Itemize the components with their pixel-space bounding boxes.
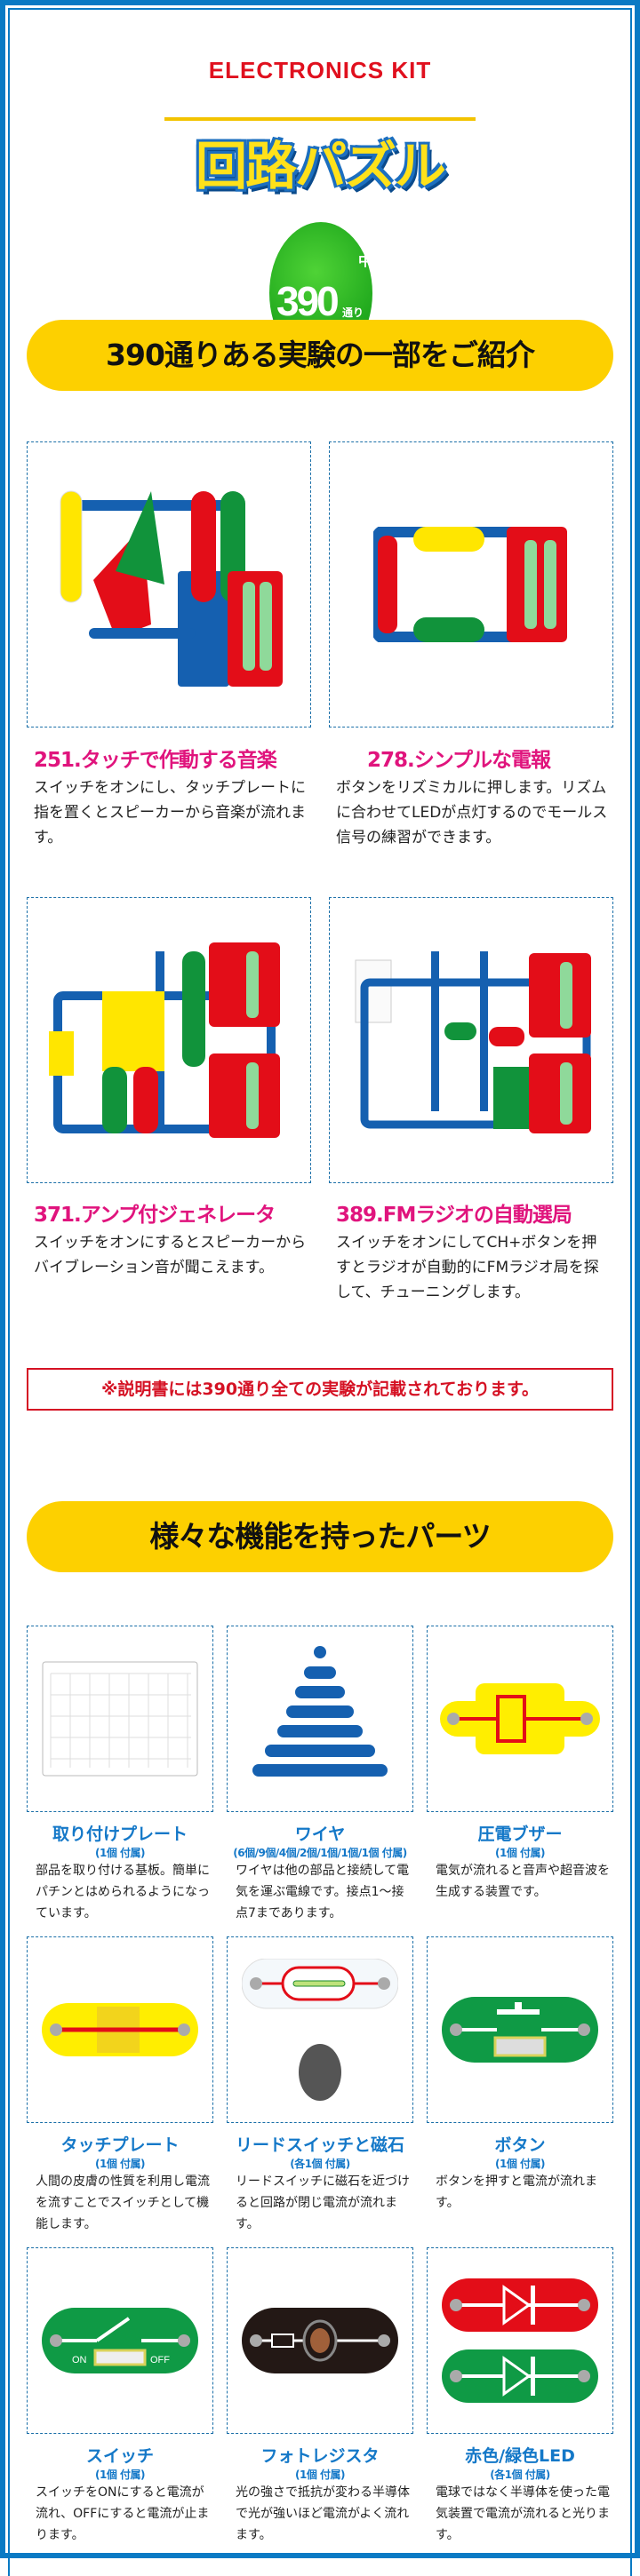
- part-title: ワイヤ: [294, 1825, 346, 1844]
- buzzer-graphic: [440, 1683, 600, 1754]
- experiment-image-251: [27, 441, 311, 727]
- part-description: 光の強さで抵抗が変わる半導体で光が強いほど電流がよく流れます。: [236, 2485, 410, 2542]
- part-description: ワイヤは他の部品と接続して電気を運ぶ電線です。接点1～接点7まであります。: [236, 1864, 410, 1920]
- experiment-description: スイッチをオンにしてCH+ボタンを押すとラジオが自動的にFMラジオ局を探して、チ…: [336, 1234, 599, 1301]
- part-title: ボタン: [494, 2135, 546, 2155]
- part-title: スイッチ: [85, 2446, 154, 2466]
- part-image-buzzer: [427, 1626, 613, 1812]
- experiment-description: ボタンをリズミカルに押します。リズムに合わせてLEDが点灯するのでモールス信号の…: [336, 779, 608, 847]
- part-quantity: (6個/9個/4個/2個/1個/1個/1個 付属): [233, 1847, 407, 1859]
- button-graphic: [442, 1997, 598, 2063]
- circuit-diagram: [60, 490, 283, 687]
- base-plate-graphic: [42, 1661, 198, 1777]
- part-description: 電球ではなく半導体を使った電気装置で電流が流れると光ります。: [436, 2485, 610, 2542]
- page-frame-inner: [8, 8, 632, 2576]
- part-image-button: [427, 1936, 613, 2123]
- experiment-count: 390: [276, 278, 340, 324]
- experiment-title: 251.タッチで作動する音楽: [34, 749, 277, 772]
- wires-graphic: [252, 1646, 388, 1777]
- part-description: スイッチをONにすると電流が流れ、OFFにすると電流が止まります。: [36, 2485, 210, 2542]
- part-image-wires: [227, 1626, 413, 1812]
- part-description: リードスイッチに磁石を近づけると回路が閉じ電流が流れます。: [236, 2174, 410, 2231]
- experiment-image-389: [329, 897, 613, 1183]
- touch-plate-graphic: [42, 2003, 198, 2056]
- part-description: 人間の皮膚の性質を利用し電流を流すことでスイッチとして機能します。: [36, 2174, 210, 2231]
- experiment-image-278: [329, 441, 613, 727]
- part-title: 取り付けプレート: [52, 1825, 188, 1844]
- part-quantity: (各1個 付属): [290, 2158, 350, 2170]
- part-quantity: (1個 付属): [495, 2158, 546, 2170]
- part-description: 電気が流れると音声や超音波を生成する装置です。: [436, 1864, 610, 1899]
- part-image-reed-switch-magnet: [227, 1936, 413, 2123]
- part-image-touch-plate: [27, 1936, 213, 2123]
- part-image-leds: [427, 2247, 613, 2434]
- section-heading-experiments: 390通りある実験の一部をご紹介: [27, 320, 613, 391]
- experiment-description: スイッチをオンにするとスピーカーからバイブレーション音が聞こえます。: [34, 1234, 307, 1276]
- count-unit: 通り: [342, 306, 364, 319]
- switch-off-label: OFF: [150, 2355, 170, 2365]
- level-label: 中級: [357, 252, 387, 269]
- part-title: フォトレジスタ: [260, 2446, 380, 2466]
- part-quantity: (1個 付属): [495, 1847, 546, 1859]
- part-title: タッチプレート: [60, 2135, 180, 2155]
- experiment-title: 371.アンプ付ジェネレータ: [34, 1204, 276, 1227]
- experiment-image-371: [27, 897, 311, 1183]
- switch-on-label: ON: [72, 2355, 87, 2365]
- part-quantity: (各1個 付属): [490, 2469, 550, 2481]
- part-quantity: (1個 付属): [95, 1847, 146, 1859]
- part-quantity: (1個 付属): [95, 2158, 146, 2170]
- brand-divider: [164, 117, 476, 121]
- product-logo: 回路パズル: [195, 136, 446, 196]
- circuit-diagram: [49, 942, 280, 1138]
- part-title: 赤色/緑色LED: [465, 2446, 575, 2466]
- switch-graphic: ON OFF: [42, 2308, 198, 2373]
- part-image-mounting-plate: [27, 1626, 213, 1812]
- reed-switch-graphic: [242, 1959, 398, 2101]
- experiment-description: スイッチをオンにし、タッチプレートに指を置くとスピーカーから音楽が流れます。: [34, 779, 306, 847]
- experiment-title: 278.シンプルな電報: [367, 749, 551, 772]
- part-title: 圧電ブザー: [477, 1825, 563, 1844]
- manual-note: ※説明書には390通り全ての実験が記載されております。: [27, 1368, 613, 1411]
- photoresistor-graphic: [242, 2308, 398, 2373]
- part-description: 部品を取り付ける基板。簡単にパチンとはめられるようになっています。: [36, 1864, 210, 1920]
- experiment-title: 389.FMラジオの自動選局: [336, 1204, 572, 1227]
- brand-text: ELECTRONICS KIT: [208, 57, 432, 83]
- part-quantity: (1個 付属): [295, 2469, 346, 2481]
- part-title: リードスイッチと磁石: [235, 2135, 404, 2155]
- part-image-switch: ON OFF: [27, 2247, 213, 2434]
- circuit-diagram: [373, 527, 567, 642]
- led-graphic: [442, 2278, 598, 2403]
- circuit-diagram: [355, 951, 591, 1133]
- section-heading-parts: 様々な機能を持ったパーツ: [27, 1501, 613, 1572]
- part-description: ボタンを押すと電流が流れます。: [436, 2174, 597, 2210]
- part-image-photoresistor: [227, 2247, 413, 2434]
- part-quantity: (1個 付属): [95, 2469, 146, 2481]
